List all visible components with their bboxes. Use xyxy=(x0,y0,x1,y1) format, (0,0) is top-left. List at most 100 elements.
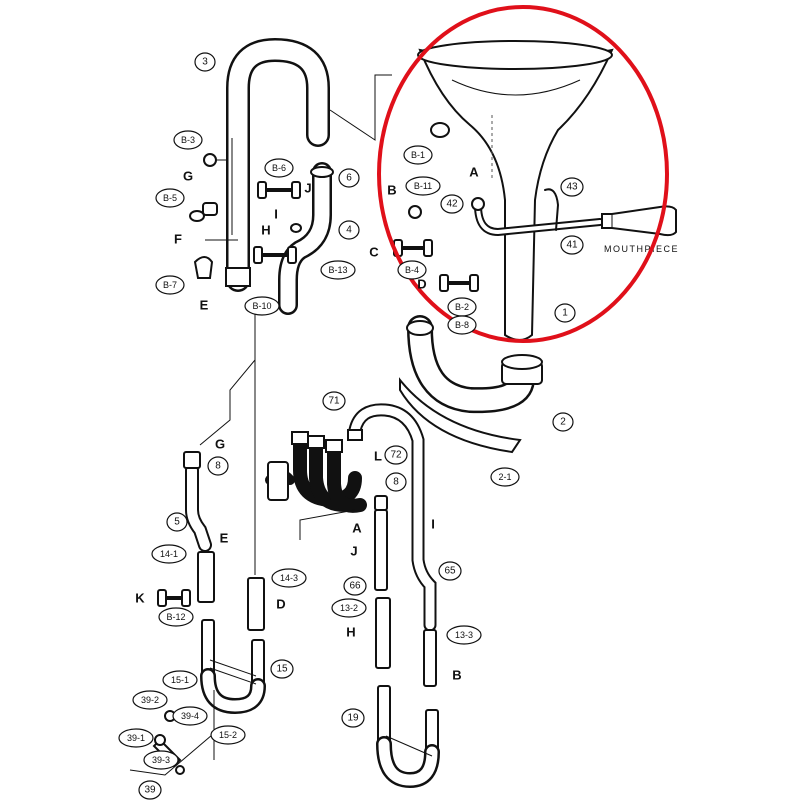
part-label-r39-2: 39-2 xyxy=(132,690,168,710)
part-label-r15: 15 xyxy=(270,659,294,679)
part-label-rB13: B-13 xyxy=(320,260,356,280)
part-label-ring xyxy=(173,130,203,150)
part-label-ring xyxy=(343,576,367,596)
part-label-ring xyxy=(384,445,408,465)
part-B12-stay xyxy=(157,589,191,607)
right-slide-tubes xyxy=(374,495,440,789)
part-label-ring xyxy=(270,659,294,679)
part-label-text: 39-2 xyxy=(141,695,159,705)
part-label-text: B-4 xyxy=(405,265,419,275)
part-1-bell xyxy=(417,40,614,341)
part-label-ring xyxy=(155,275,185,295)
part-label-text: B-2 xyxy=(455,302,469,312)
connection-letter-H1: H xyxy=(261,223,270,238)
connection-letter-L1: L xyxy=(374,449,382,464)
part-label-ring xyxy=(447,315,477,335)
part-label-text: 14-1 xyxy=(160,549,178,559)
part-label-ring xyxy=(118,728,154,748)
part-label-text: 13-2 xyxy=(340,603,358,613)
part-2-1-guard xyxy=(399,377,522,454)
connection-letter-K1: K xyxy=(135,591,145,606)
part-label-r1: 1 xyxy=(554,303,576,323)
part-label-ring xyxy=(172,706,208,726)
part-label-text: B-6 xyxy=(272,163,286,173)
part-label-text: 6 xyxy=(346,173,352,184)
connection-letter-E2: E xyxy=(220,531,229,546)
part-label-text: 14-3 xyxy=(280,573,298,583)
part-label-text: 8 xyxy=(393,477,399,488)
connection-letter-A2: A xyxy=(352,521,362,536)
part-label-text: 39-1 xyxy=(127,733,145,743)
part-label-text: B-10 xyxy=(252,301,271,311)
part-label-text: 15-1 xyxy=(171,675,189,685)
connection-letter-D2: D xyxy=(276,597,285,612)
part-label-ring xyxy=(338,220,360,240)
connection-letter-C1: C xyxy=(369,245,379,260)
part-label-r15-2: 15-2 xyxy=(210,725,246,745)
part-label-r41: 41 xyxy=(560,235,584,255)
part-label-ring xyxy=(438,561,462,581)
part-label-r13-2: 13-2 xyxy=(331,598,367,618)
part-label-text: 15 xyxy=(276,664,288,675)
part-label-text: B-3 xyxy=(181,135,195,145)
part-label-text: B-8 xyxy=(455,320,469,330)
part-label-r2-1: 2-1 xyxy=(490,467,520,487)
part-label-text: 41 xyxy=(566,240,578,251)
part-label-ring xyxy=(210,725,246,745)
part-label-ring xyxy=(552,412,574,432)
part-label-ring xyxy=(446,625,482,645)
part-label-ring xyxy=(194,52,216,72)
part-label-r39-1: 39-1 xyxy=(118,728,154,748)
part-label-rB3: B-3 xyxy=(173,130,203,150)
part-label-text: 19 xyxy=(347,713,359,724)
part-label-text: 15-2 xyxy=(219,730,237,740)
part-label-ring xyxy=(143,750,179,770)
part-13-3-tube xyxy=(423,629,437,687)
part-label-r2: 2 xyxy=(552,412,574,432)
connection-letter-B1: B xyxy=(387,183,396,198)
part-label-ring xyxy=(554,303,576,323)
part-label-text: 8 xyxy=(215,461,221,472)
part-label-ring xyxy=(490,467,520,487)
part-label-ring xyxy=(341,708,365,728)
part-label-r14-1: 14-1 xyxy=(151,544,187,564)
part-label-r42: 42 xyxy=(440,194,464,214)
part-label-rB6: B-6 xyxy=(264,158,294,178)
part-label-r3: 3 xyxy=(194,52,216,72)
connection-letter-I1: I xyxy=(274,207,278,222)
part-3-ferrule xyxy=(225,267,251,287)
part-label-text: 39-3 xyxy=(152,755,170,765)
connection-letter-J2: J xyxy=(350,544,357,559)
part-label-ring xyxy=(338,168,360,188)
part-13-2-tube xyxy=(375,597,391,669)
part-label-text: B-7 xyxy=(163,280,177,290)
part-label-ring xyxy=(397,260,427,280)
part-label-r15-1: 15-1 xyxy=(162,670,198,690)
part-label-text: B-1 xyxy=(411,150,425,160)
part-label-text: 39-4 xyxy=(181,711,199,721)
part-B5-screw xyxy=(202,202,218,216)
connection-letter-D1: D xyxy=(417,277,426,292)
part-B1-bumper xyxy=(430,122,450,138)
part-label-r39: 39 xyxy=(138,780,162,800)
part-label-r5: 5 xyxy=(166,512,188,532)
part-B3-cap xyxy=(203,153,217,167)
part-label-text: 13-3 xyxy=(455,630,473,640)
part-label-ring xyxy=(322,391,346,411)
part-label-rB1: B-1 xyxy=(403,145,433,165)
part-label-text: 42 xyxy=(446,199,458,210)
part-label-ring xyxy=(244,296,280,316)
part-8-ferrule-left xyxy=(183,451,201,469)
part-3-top-bend xyxy=(225,37,330,292)
part-label-text: 2-1 xyxy=(498,472,511,482)
part-label-r65: 65 xyxy=(438,561,462,581)
part-label-ring xyxy=(331,598,367,618)
part-label-rB10: B-10 xyxy=(244,296,280,316)
part-label-ring xyxy=(158,607,194,627)
part-label-r13-3: 13-3 xyxy=(446,625,482,645)
part-label-text: 66 xyxy=(349,581,361,592)
part-label-text: 72 xyxy=(390,450,402,461)
part-B7-cork xyxy=(193,256,214,279)
